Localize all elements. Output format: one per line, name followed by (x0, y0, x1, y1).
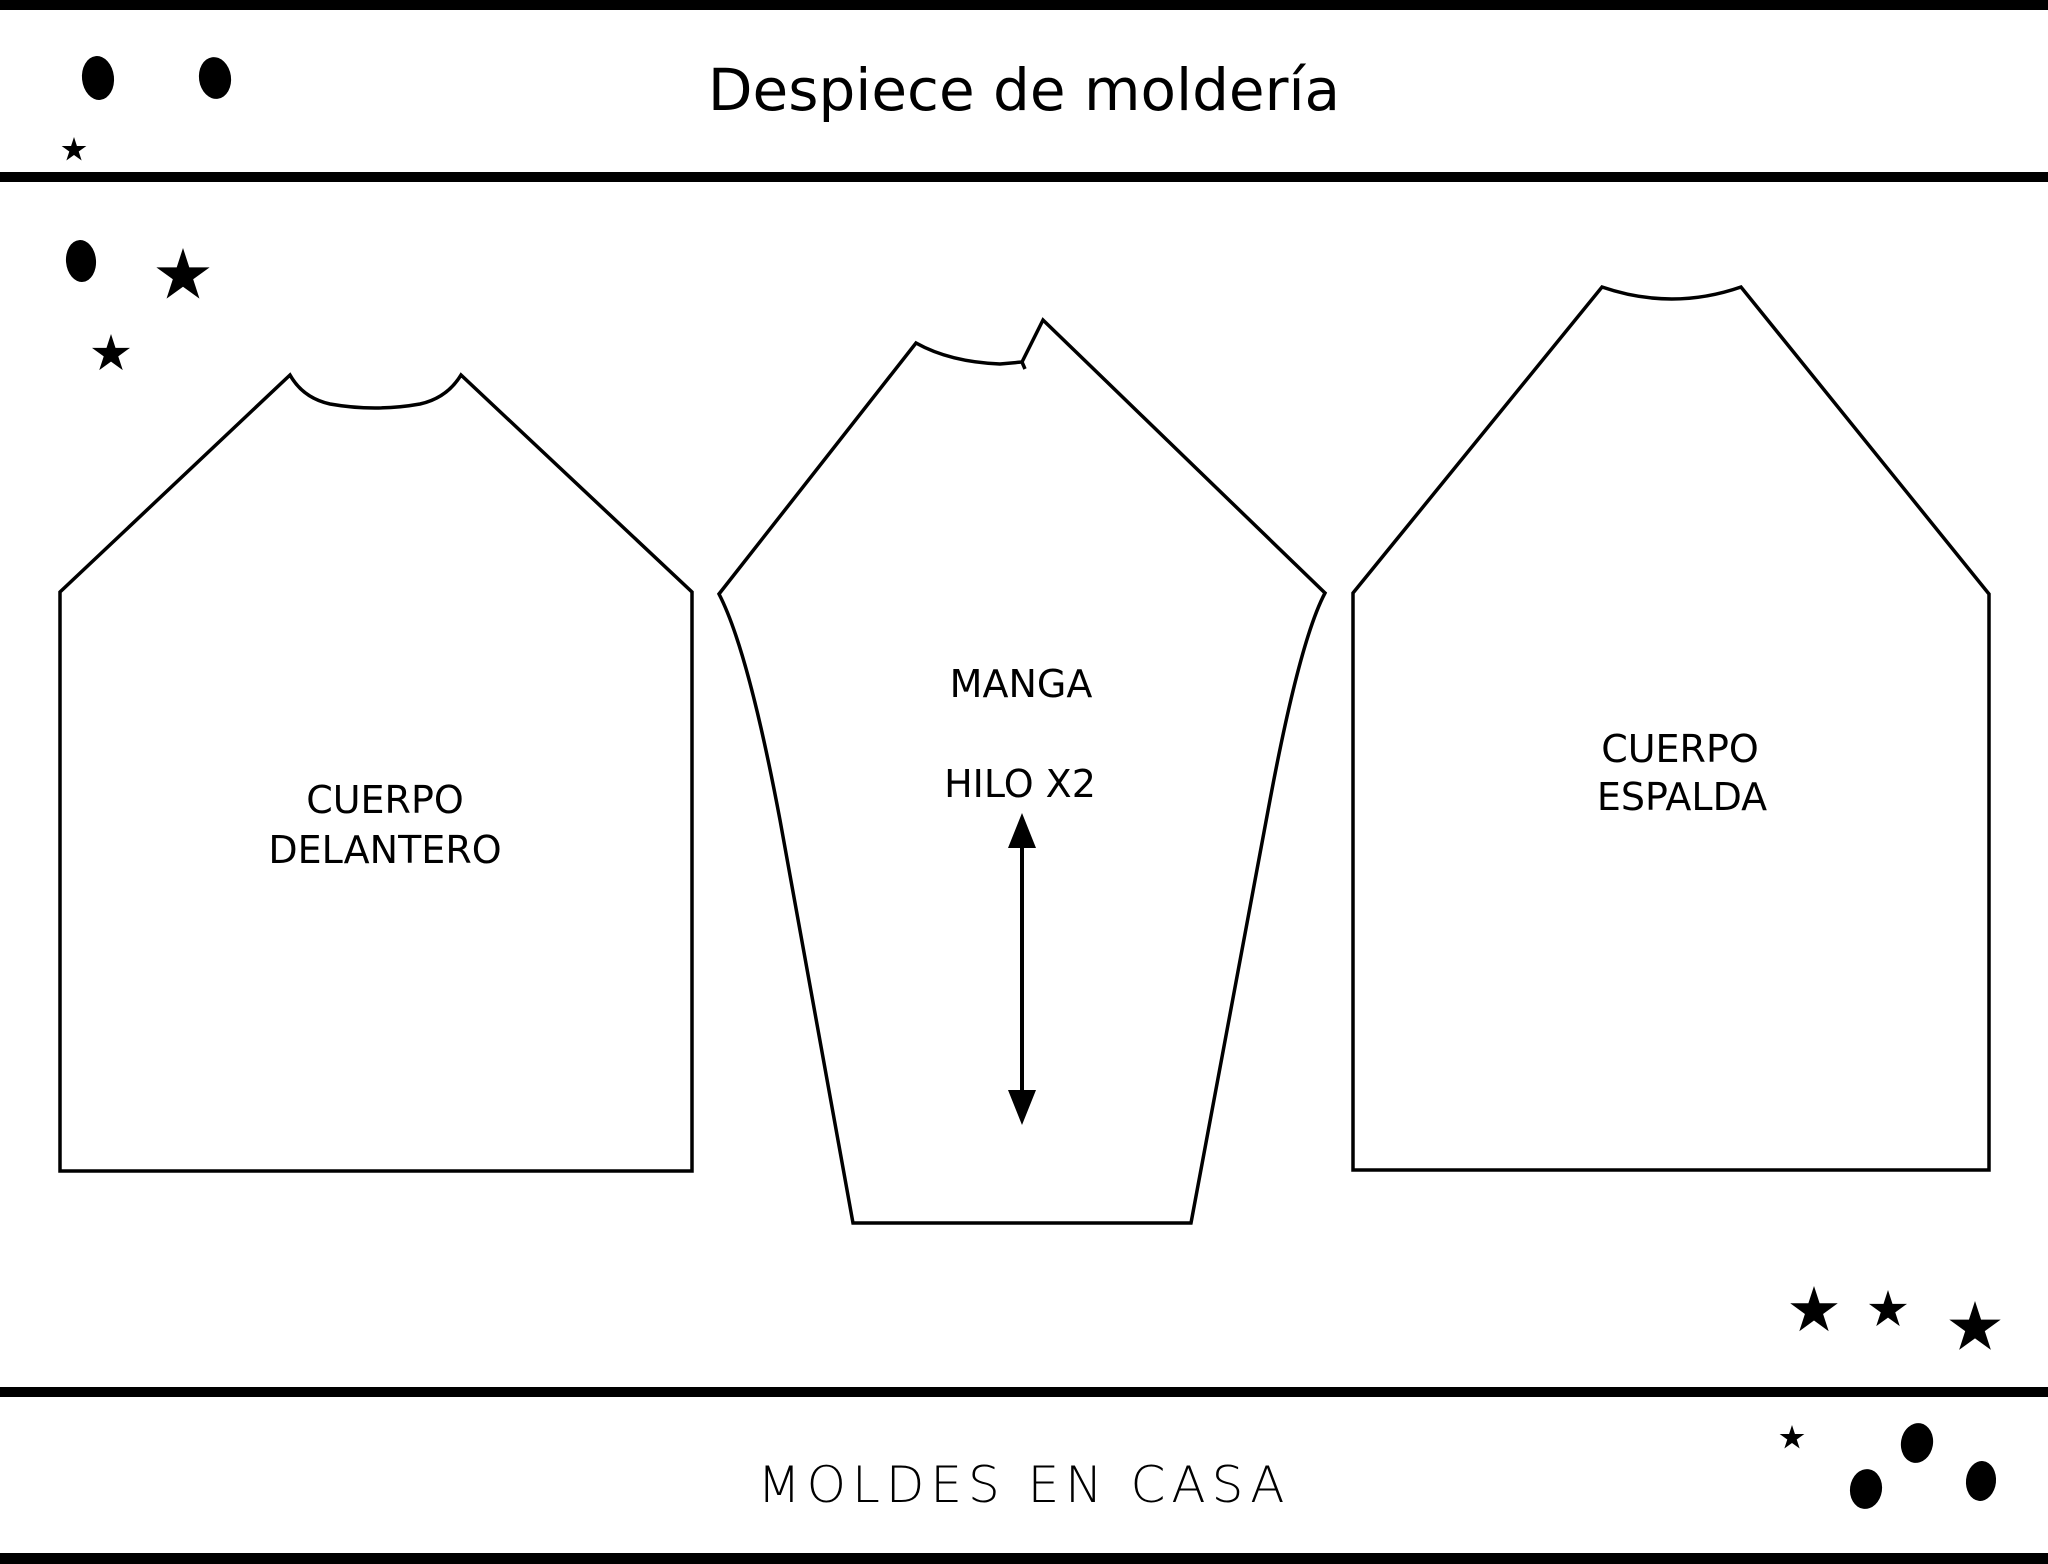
header-divider-rule (0, 172, 2048, 182)
star-icon (156, 248, 210, 299)
star-icon (1868, 1290, 1908, 1327)
blob-icon (1965, 1461, 1997, 1501)
sleeve-notch (1020, 361, 1027, 370)
star-icon (1790, 1286, 1838, 1332)
front-body-outline (58, 372, 694, 1173)
blob-icon (1900, 1423, 1934, 1463)
footer-divider-rule (0, 1387, 2048, 1397)
front-body-label-line2: DELANTERO (268, 828, 501, 872)
blob-icon (65, 240, 97, 282)
sleeve-outline (716, 317, 1328, 1225)
decorations-top-left (61, 56, 232, 371)
star-icon (91, 334, 131, 371)
star-icon (61, 137, 87, 161)
grainline-double-arrow-icon (1008, 813, 1036, 1125)
top-border-rule (0, 0, 2048, 10)
bottom-border-rule (0, 1553, 2048, 1564)
back-body-label-line1: CUERPO (1601, 727, 1759, 771)
back-body-label-line2: ESPALDA (1597, 775, 1767, 819)
back-body-outline (1351, 284, 1991, 1172)
front-body-label-line1: CUERPO (306, 778, 464, 822)
sleeve-label: MANGA (950, 662, 1093, 706)
blob-icon (81, 56, 115, 100)
footer-brand: MOLDES EN CASA (757, 1456, 1291, 1514)
star-icon (1779, 1425, 1805, 1449)
front-body-piece: CUERPO DELANTERO (58, 372, 694, 1173)
blob-icon (1849, 1469, 1883, 1509)
blob-icon (198, 57, 232, 99)
back-body-piece: CUERPO ESPALDA (1351, 284, 1991, 1172)
page-title: Despiece de moldería (707, 56, 1341, 124)
grain-label: HILO X2 (944, 762, 1096, 806)
decorations-bottom-right (1779, 1286, 2001, 1509)
star-icon (1949, 1301, 2001, 1350)
sleeve-piece: MANGA HILO X2 (716, 317, 1328, 1225)
